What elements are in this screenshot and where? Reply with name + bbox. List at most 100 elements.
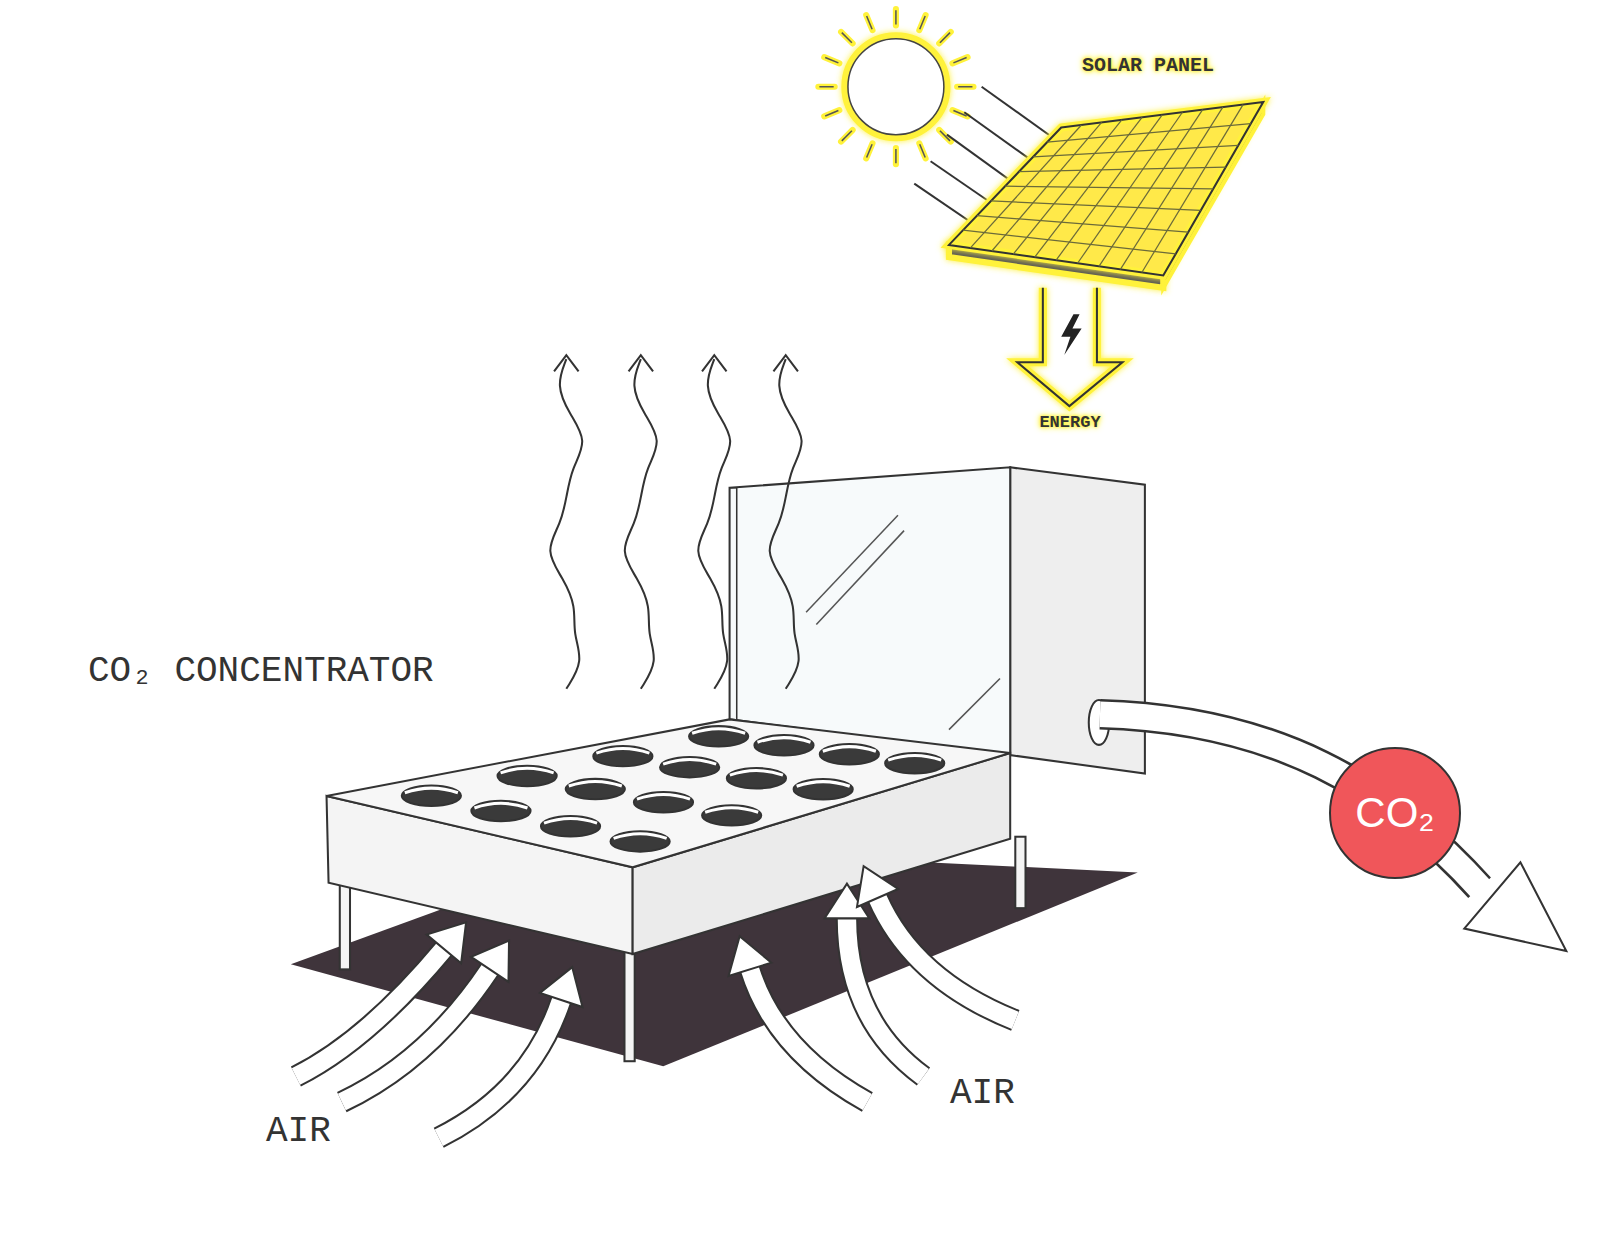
sun-ray <box>824 57 839 63</box>
hole-rim <box>405 788 458 793</box>
hole-rim <box>705 808 758 813</box>
air-holes <box>402 726 945 851</box>
sun-ray <box>866 15 872 30</box>
sun-ray <box>818 84 834 90</box>
hole-rim <box>637 795 690 800</box>
air-hole <box>702 805 761 825</box>
air-arrowhead <box>729 936 772 976</box>
sun-ray <box>825 57 838 62</box>
energy-arrow-glow <box>1017 288 1122 406</box>
air-hole <box>471 801 530 821</box>
sun-ray <box>842 33 852 43</box>
exhaust-arrows <box>550 355 801 689</box>
sun-ray <box>919 143 925 158</box>
panel-cell-line <box>1033 145 1238 156</box>
exhaust-wave <box>770 359 802 689</box>
air-hole <box>498 766 557 786</box>
sun-ray <box>895 10 897 24</box>
hole-rim <box>596 748 649 753</box>
hole-rim <box>730 771 783 776</box>
air-label: AIR <box>950 1074 1015 1114</box>
air-hole <box>593 746 652 766</box>
sun-ray <box>952 57 967 63</box>
hole-rim <box>544 819 597 824</box>
hole-rim <box>888 756 941 761</box>
sun-ray <box>940 33 950 43</box>
air-label: AIR <box>266 1112 331 1152</box>
hole-rim <box>663 760 716 765</box>
exhaust-wave <box>698 359 730 689</box>
panel-grid <box>963 105 1251 273</box>
glass-panel <box>730 467 1011 755</box>
panel-cell-line <box>991 201 1201 211</box>
hole-rim <box>569 781 622 786</box>
air-hole <box>754 735 813 755</box>
air-arrow-outline <box>439 1000 561 1138</box>
air-hole <box>402 786 461 806</box>
sun-ray <box>819 86 833 88</box>
exhaust-arrowhead <box>554 355 578 371</box>
air-hole <box>566 779 625 799</box>
pipe <box>1100 714 1482 890</box>
exhaust-arrowhead <box>629 355 653 371</box>
air-hole <box>794 779 853 799</box>
glass-edge <box>730 488 737 720</box>
sun-ray <box>824 110 839 116</box>
hole-rim <box>501 768 554 773</box>
sun-ray <box>939 32 951 44</box>
sun-ray <box>920 144 925 157</box>
air-hole <box>820 744 879 764</box>
sun-ray <box>958 86 972 88</box>
air-arrow-outline <box>342 969 490 1102</box>
sun-ray <box>895 149 897 163</box>
panel-cell-line <box>1019 167 1226 171</box>
air-arrow <box>342 969 490 1102</box>
hole-rim <box>692 729 745 734</box>
air-arrow <box>878 898 1016 1020</box>
lightning-symbol <box>1061 314 1081 355</box>
sun-ray <box>841 130 853 142</box>
device-label: CO₂ CONCENTRATOR <box>88 652 434 692</box>
exhaust-arrowhead <box>773 355 797 371</box>
sun-ray <box>867 16 872 29</box>
air-hole <box>611 831 670 851</box>
sun-ray <box>919 15 925 30</box>
glass-glare <box>806 515 1000 729</box>
panel-label: SOLAR PANEL <box>1082 55 1214 77</box>
sun-ray <box>825 111 838 116</box>
sun-ray <box>957 84 973 90</box>
solar-panel <box>949 102 1263 275</box>
air-arrowhead <box>427 922 466 963</box>
sun-outline <box>848 39 944 135</box>
panel-cell-line <box>1047 124 1251 142</box>
panel-cell-line <box>963 230 1176 254</box>
hole-rim <box>797 782 850 787</box>
sun <box>845 36 947 138</box>
sun-ray <box>867 144 872 157</box>
air-hole <box>541 816 600 836</box>
leg <box>624 949 634 1061</box>
air-arrowhead <box>857 866 898 907</box>
tray-top <box>327 719 1011 867</box>
sun-ray <box>841 32 853 44</box>
panel-cell-line <box>1005 186 1213 189</box>
glare-line <box>816 531 904 625</box>
node-text: CO₂ <box>1355 790 1434 836</box>
solar-panel-outline <box>949 102 1263 275</box>
air-hole <box>885 753 944 773</box>
hole-rim <box>823 747 876 752</box>
sun-ray <box>893 9 899 25</box>
air-arrows <box>296 866 1015 1138</box>
panel-cell-line <box>977 216 1188 233</box>
air-arrowhead <box>471 941 509 982</box>
sun-ray <box>893 148 899 164</box>
co2-circle: CO₂ <box>1328 746 1462 880</box>
air-hole <box>727 768 786 788</box>
pipe-arrowhead <box>1464 862 1566 951</box>
circle-outline <box>1330 748 1460 878</box>
hole-rim <box>614 834 667 839</box>
leg <box>1015 837 1025 908</box>
hole-rim <box>474 803 527 808</box>
